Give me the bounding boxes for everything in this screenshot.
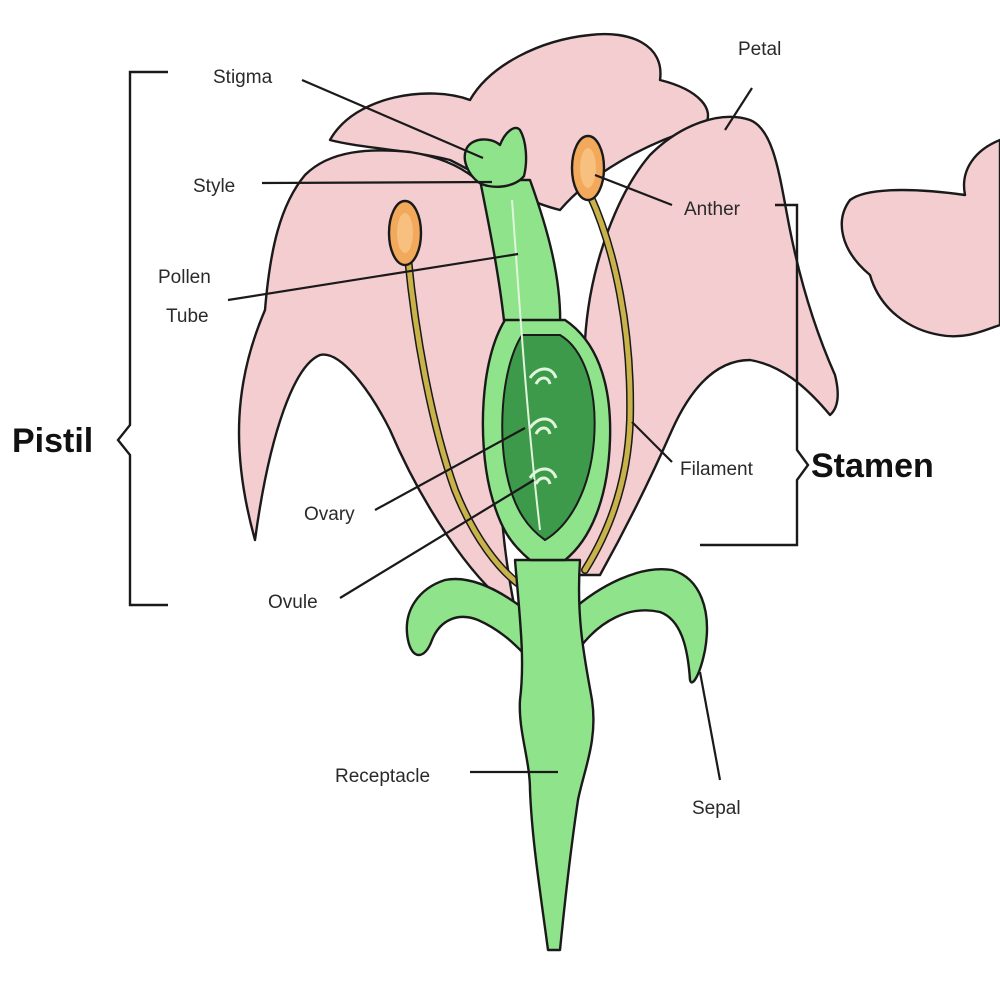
anther-label: Anther (684, 199, 741, 220)
sepal-label: Sepal (692, 798, 741, 819)
pollen-tube-leader (227, 252, 519, 302)
ovary-leader (374, 427, 526, 511)
ovule-leader (339, 479, 535, 599)
partial-petal-right (840, 138, 1000, 338)
filament-leader (631, 421, 673, 463)
receptacle-stem (513, 558, 595, 952)
stamen-label: Stamen (811, 447, 934, 485)
ovule-2 (528, 417, 558, 435)
anther-leader (594, 173, 673, 207)
stigma-label: Stigma (213, 67, 273, 88)
stigma-leader (301, 78, 484, 160)
ovule-3 (528, 467, 558, 485)
stigma (463, 126, 528, 188)
filament-label: Filament (680, 459, 754, 480)
sepal-right (568, 568, 709, 684)
petal-label: Petal (738, 39, 781, 60)
style-leader (261, 180, 493, 185)
pistil-label: Pistil (12, 422, 93, 460)
petal-leader (724, 87, 753, 131)
pollen-tube (511, 199, 541, 531)
stamen-brace (700, 203, 810, 547)
sepal-left (405, 577, 532, 662)
ovule-1 (528, 367, 558, 385)
pistil-brace (116, 70, 168, 607)
petal-back (328, 32, 710, 212)
style-label: Style (193, 176, 235, 197)
sepal-leader (698, 671, 722, 781)
pollen-tube-label-line1: Pollen (158, 267, 211, 288)
ovary-label: Ovary (304, 504, 355, 525)
ovule-label: Ovule (268, 592, 318, 613)
pollen-tube-label-line2: Tube (166, 306, 209, 327)
receptacle-label: Receptacle (335, 766, 430, 787)
petal-left (237, 149, 517, 612)
